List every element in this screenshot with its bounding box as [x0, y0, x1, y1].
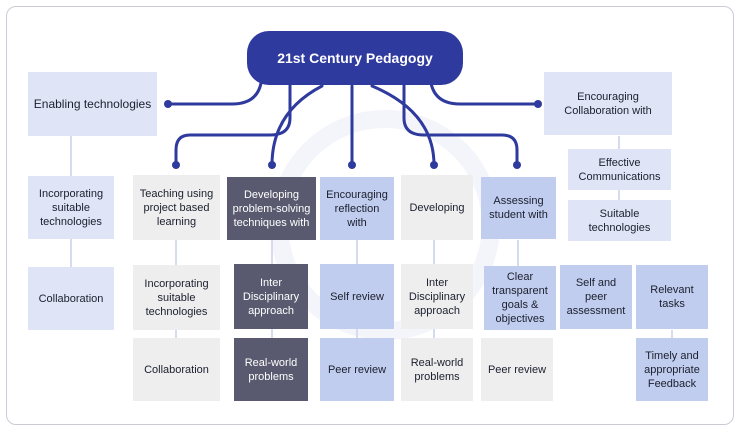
problem-solving-header: Developing problem-solving techniques wi… [227, 177, 316, 240]
dot-collaboration [534, 100, 542, 108]
dot-developing [430, 161, 438, 169]
collaboration-item-1: Effective Communications [568, 149, 671, 190]
enabling-header: Enabling technologies [28, 72, 157, 136]
dot-teaching [172, 161, 180, 169]
reflection-item-1: Self review [320, 264, 394, 329]
connector-enabling [166, 71, 264, 106]
enabling-item-2: Collaboration [28, 267, 114, 330]
dot-assessing [513, 161, 521, 169]
teaching-header: Teaching using project based learning [133, 175, 220, 240]
assessing-item-1: Clear transparent goals & objectives [484, 266, 556, 330]
assessing-header: Assessing student with [481, 177, 556, 239]
dot-enabling [164, 100, 172, 108]
assessing-item-2: Peer review [481, 338, 553, 401]
collaboration-item-2: Suitable technologies [568, 200, 671, 241]
teaching-item-2: Collaboration [133, 338, 220, 401]
developing-item-1: Inter Disciplinary approach [401, 264, 473, 329]
timely-feedback: Timely and appropriate Feedback [636, 338, 708, 401]
developing-item-2: Real-world problems [401, 338, 473, 401]
reflection-item-2: Peer review [320, 338, 394, 401]
dot-reflection [348, 161, 356, 169]
dot-problem-solving [268, 161, 276, 169]
connector-assessing [402, 82, 519, 167]
enabling-item-1: Incorporating suitable technologies [28, 176, 114, 239]
self-peer-assessment: Self and peer assessment [560, 265, 632, 329]
teaching-item-1: Incorporating suitable technologies [133, 265, 220, 330]
connector-teaching [174, 82, 292, 167]
relevant-tasks: Relevant tasks [636, 265, 708, 329]
developing-header: Developing [401, 175, 473, 240]
reflection-header: Encouraging reflection with [320, 177, 394, 240]
problem-solving-item-2: Real-world problems [234, 338, 308, 401]
problem-solving-item-1: Inter Disciplinary approach [234, 264, 308, 329]
connector-problem-solving [270, 84, 324, 167]
diagram-title: 21st Century Pedagogy [247, 31, 463, 85]
connector-developing [370, 84, 436, 167]
collaboration-header: Encouraging Collaboration with [544, 72, 672, 135]
